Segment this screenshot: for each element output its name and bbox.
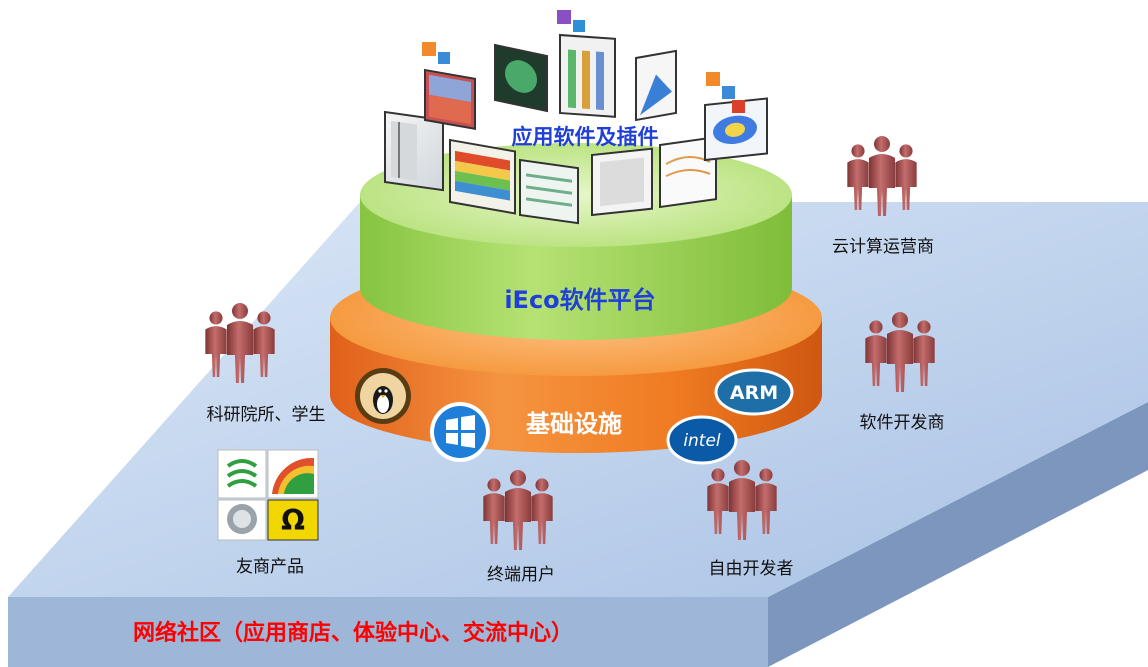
platform-layer-label: iEco软件平台 bbox=[504, 286, 655, 314]
research-institutes-label: 科研院所、学生 bbox=[207, 405, 326, 425]
plugin-cube-icon bbox=[557, 10, 571, 24]
free-developers-label: 自由开发者 bbox=[709, 559, 794, 579]
svg-text:ARM: ARM bbox=[730, 382, 778, 404]
partner-logo bbox=[217, 449, 267, 499]
plugin-cube-icon bbox=[706, 72, 720, 86]
partner-logo bbox=[267, 499, 319, 541]
svg-text:intel: intel bbox=[683, 431, 721, 451]
plugin-cube-icon bbox=[422, 42, 436, 56]
app-thumbnail bbox=[519, 158, 579, 225]
app-thumbnail bbox=[591, 147, 653, 217]
person-icon bbox=[913, 320, 935, 386]
person-icon bbox=[253, 311, 275, 377]
software-developers-people bbox=[865, 312, 935, 392]
plugin-cube-icon bbox=[438, 52, 450, 64]
person-icon bbox=[505, 470, 531, 550]
person-icon bbox=[887, 312, 913, 392]
free-developers-people bbox=[707, 460, 777, 540]
person-icon bbox=[531, 478, 553, 544]
plugin-cube-icon bbox=[732, 100, 745, 113]
windows-icon bbox=[430, 402, 490, 462]
app-thumbnail bbox=[494, 43, 548, 113]
apps-layer-label: 应用软件及插件 bbox=[512, 125, 659, 149]
arm-logo: ARM bbox=[714, 368, 794, 416]
app-screenshots bbox=[384, 10, 768, 225]
person-icon bbox=[895, 144, 917, 210]
plugin-cube-icon bbox=[573, 20, 585, 32]
infrastructure-layer-label: 基础设施 bbox=[526, 410, 622, 438]
app-thumbnail bbox=[635, 49, 677, 122]
end-users-label: 终端用户 bbox=[487, 565, 555, 585]
cloud-operators-people bbox=[847, 136, 917, 216]
intel-logo: intel bbox=[666, 415, 738, 465]
plugin-cube-icon bbox=[722, 86, 735, 99]
person-icon bbox=[847, 144, 869, 210]
community-banner: 网络社区（应用商店、体验中心、交流中心） bbox=[133, 620, 573, 646]
person-icon bbox=[483, 478, 505, 544]
app-thumbnail bbox=[449, 138, 516, 215]
app-thumbnail bbox=[659, 135, 717, 209]
person-icon bbox=[869, 136, 895, 216]
person-icon bbox=[729, 460, 755, 540]
person-icon bbox=[755, 468, 777, 534]
person-icon bbox=[707, 468, 729, 534]
end-users-people bbox=[483, 470, 553, 550]
person-icon bbox=[227, 303, 253, 383]
partner-product-logos: Ω bbox=[217, 449, 319, 541]
cloud-operators-label: 云计算运营商 bbox=[832, 237, 934, 257]
person-icon bbox=[865, 320, 887, 386]
app-thumbnail bbox=[559, 33, 616, 118]
software-developers-label: 软件开发商 bbox=[860, 413, 945, 433]
research-institutes-people bbox=[205, 303, 275, 383]
app-thumbnail bbox=[424, 68, 476, 130]
svg-text:Ω: Ω bbox=[281, 504, 305, 537]
app-thumbnail bbox=[384, 110, 444, 192]
person-icon bbox=[205, 311, 227, 377]
partner-products-label: 友商产品 bbox=[236, 557, 304, 577]
linux-penguin-icon bbox=[355, 368, 411, 424]
